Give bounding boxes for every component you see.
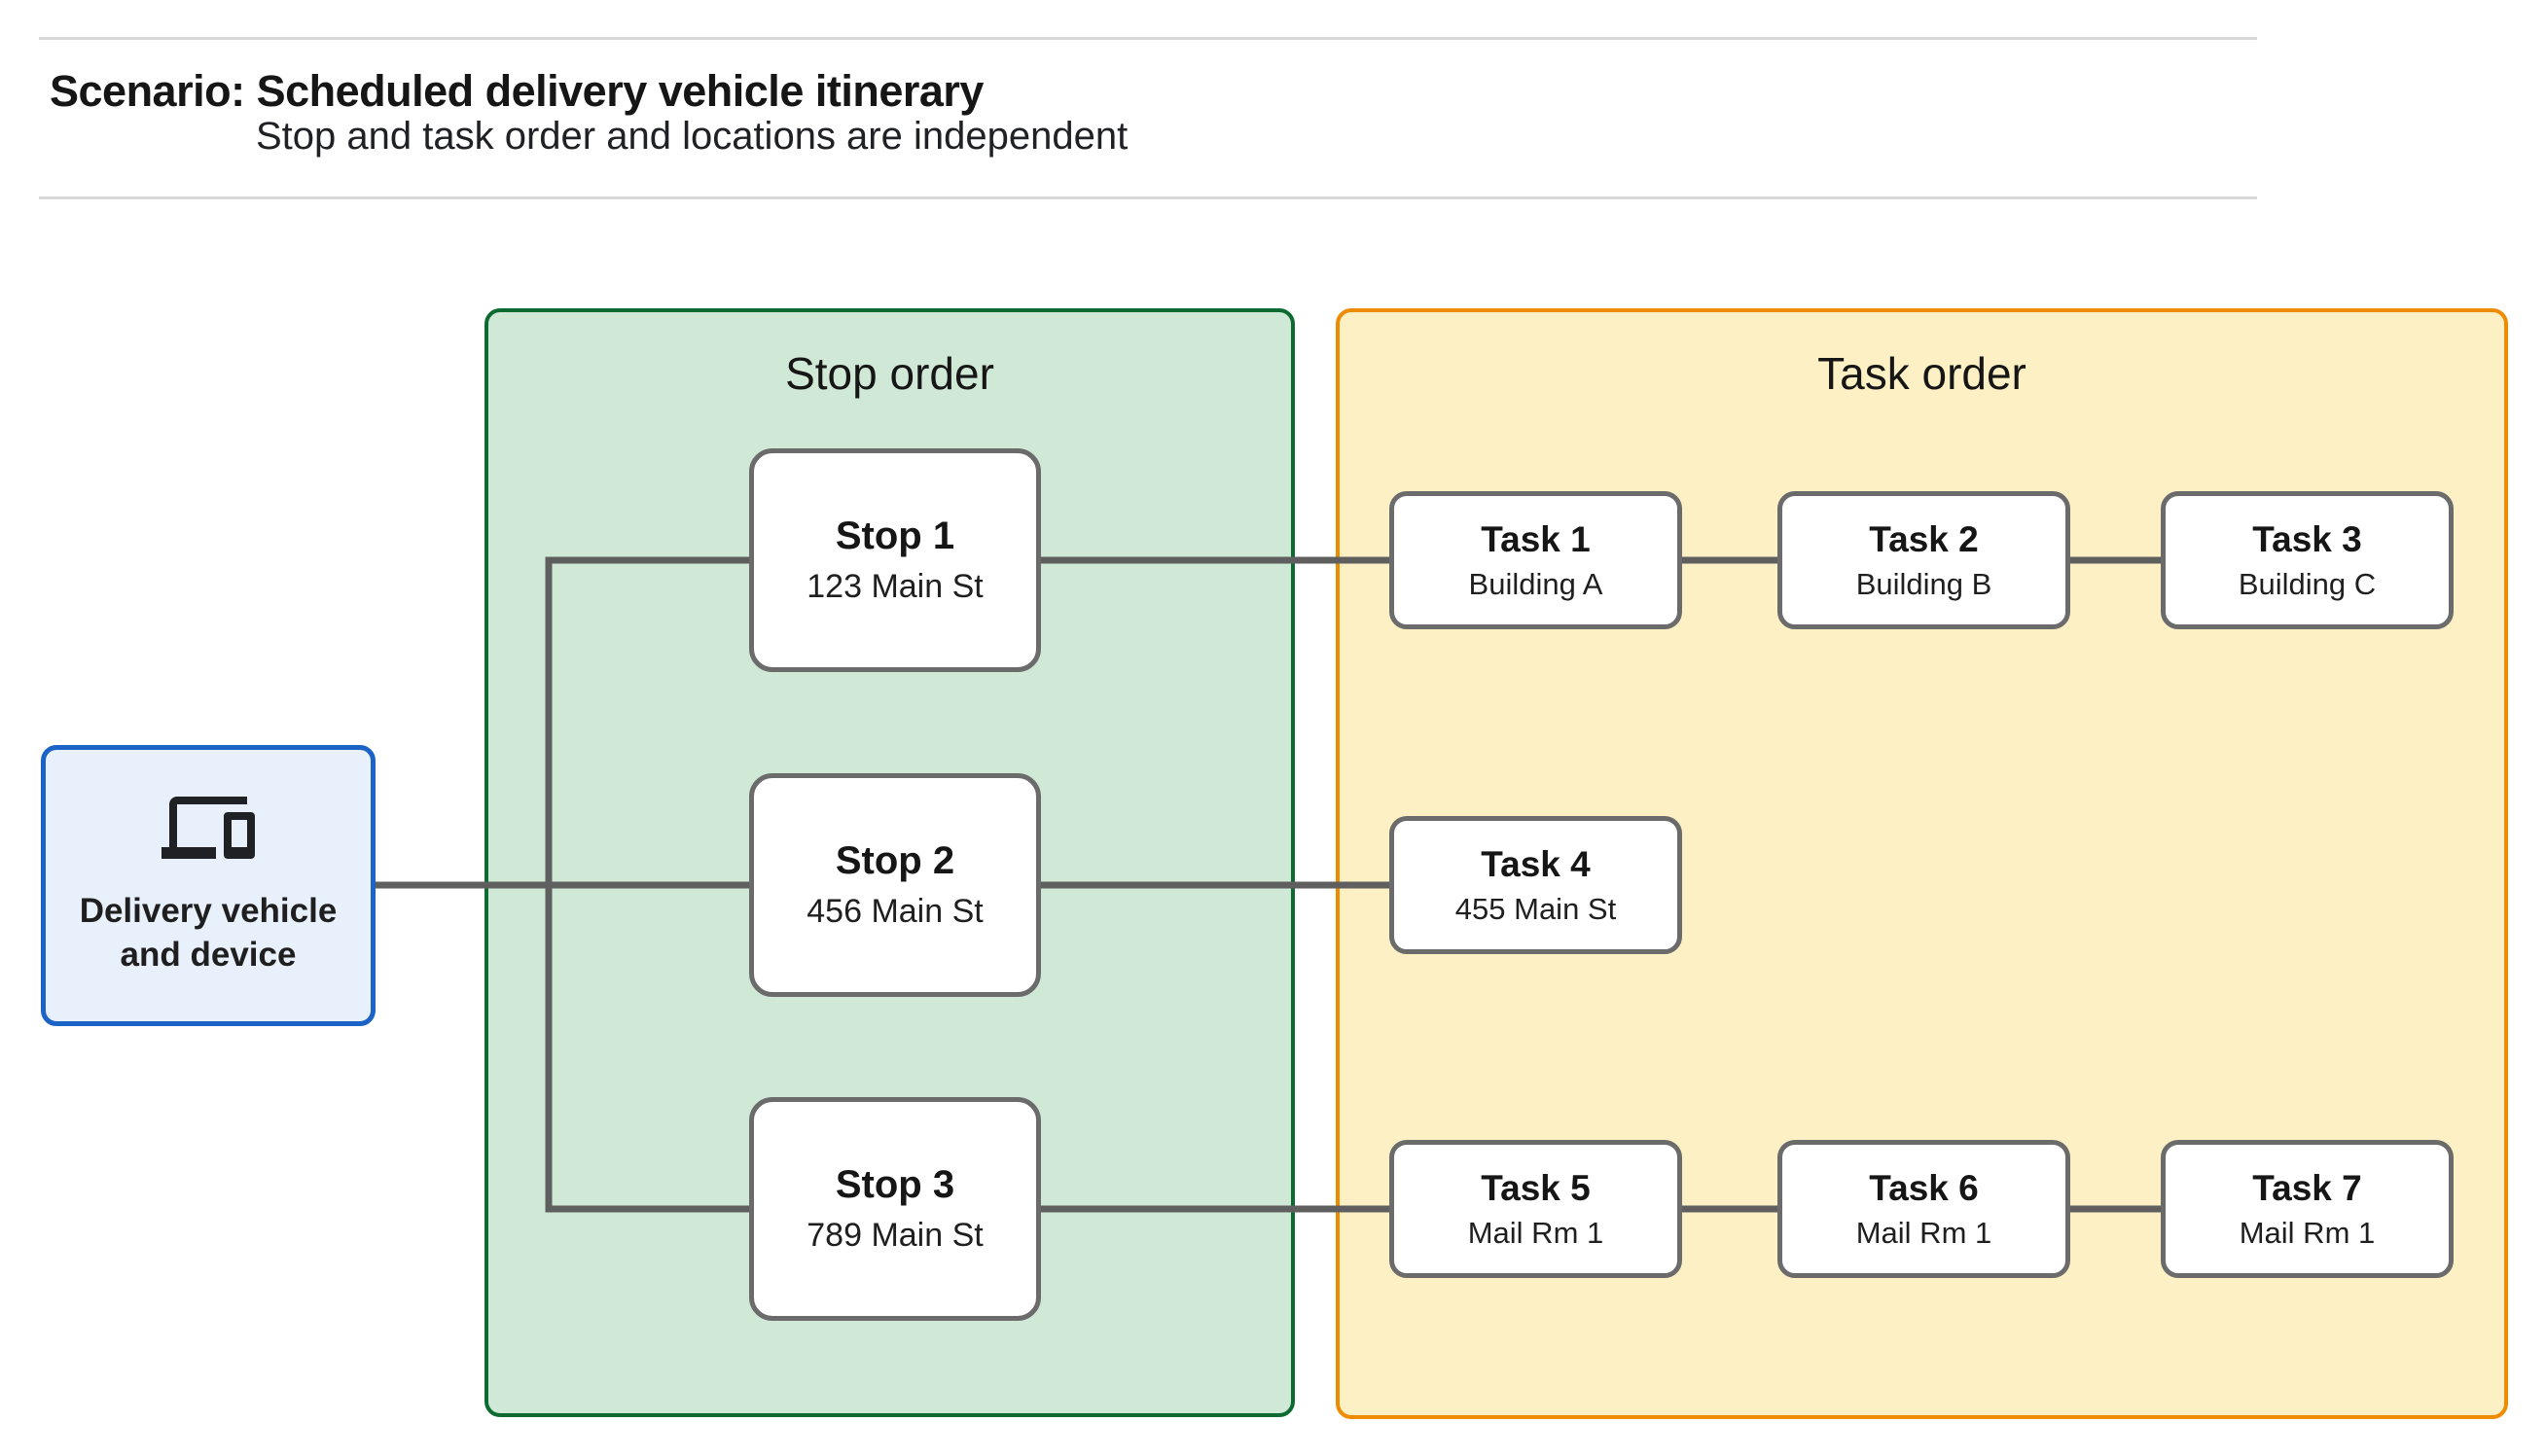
- task-1-location: Building A: [1468, 566, 1603, 601]
- scenario-title: Scenario: Scheduled delivery vehicle iti…: [50, 66, 984, 116]
- stop-3-address: 789 Main St: [807, 1217, 984, 1254]
- task-4-location: 455 Main St: [1454, 891, 1617, 926]
- task-7-title: Task 7: [2252, 1167, 2362, 1208]
- stop-order-panel-title: Stop order: [785, 348, 994, 399]
- task-6-node: Task 6 Mail Rm 1: [1777, 1140, 2070, 1278]
- divider-top: [39, 37, 2257, 40]
- task-1-node: Task 1 Building A: [1389, 491, 1682, 629]
- scenario-subtitle: Stop and task order and locations are in…: [256, 115, 1129, 158]
- task-4-title: Task 4: [1481, 843, 1591, 884]
- stop-1-title: Stop 1: [835, 515, 955, 557]
- stop-1-address: 123 Main St: [807, 568, 984, 605]
- delivery-label-line2: and device: [120, 935, 297, 974]
- devices-icon: [161, 797, 255, 859]
- task-7-node: Task 7 Mail Rm 1: [2161, 1140, 2454, 1278]
- stop-2-title: Stop 2: [835, 839, 955, 882]
- task-5-location: Mail Rm 1: [1467, 1215, 1604, 1250]
- task-1-title: Task 1: [1481, 518, 1591, 559]
- task-6-title: Task 6: [1869, 1167, 1979, 1208]
- task-5-node: Task 5 Mail Rm 1: [1389, 1140, 1682, 1278]
- delivery-label-line1: Delivery vehicle: [79, 892, 338, 930]
- delivery-vehicle-node: Delivery vehicle and device: [41, 745, 376, 1026]
- task-3-title: Task 3: [2252, 518, 2362, 559]
- stop-3-title: Stop 3: [835, 1163, 955, 1206]
- task-4-node: Task 4 455 Main St: [1389, 816, 1682, 954]
- stop-2-node: Stop 2 456 Main St: [749, 773, 1041, 997]
- divider-bottom: [39, 196, 2257, 199]
- task-6-location: Mail Rm 1: [1855, 1215, 1992, 1250]
- stop-2-address: 456 Main St: [807, 893, 984, 930]
- task-2-location: Building B: [1855, 566, 1992, 601]
- delivery-vehicle-label: Delivery vehicle and device: [80, 890, 338, 977]
- task-2-node: Task 2 Building B: [1777, 491, 2070, 629]
- stop-3-node: Stop 3 789 Main St: [749, 1097, 1041, 1321]
- task-2-title: Task 2: [1869, 518, 1979, 559]
- task-5-title: Task 5: [1481, 1167, 1591, 1208]
- stop-1-node: Stop 1 123 Main St: [749, 448, 1041, 672]
- task-7-location: Mail Rm 1: [2239, 1215, 2376, 1250]
- task-3-node: Task 3 Building C: [2161, 491, 2454, 629]
- task-order-panel-title: Task order: [1817, 348, 2026, 399]
- task-3-location: Building C: [2238, 566, 2377, 601]
